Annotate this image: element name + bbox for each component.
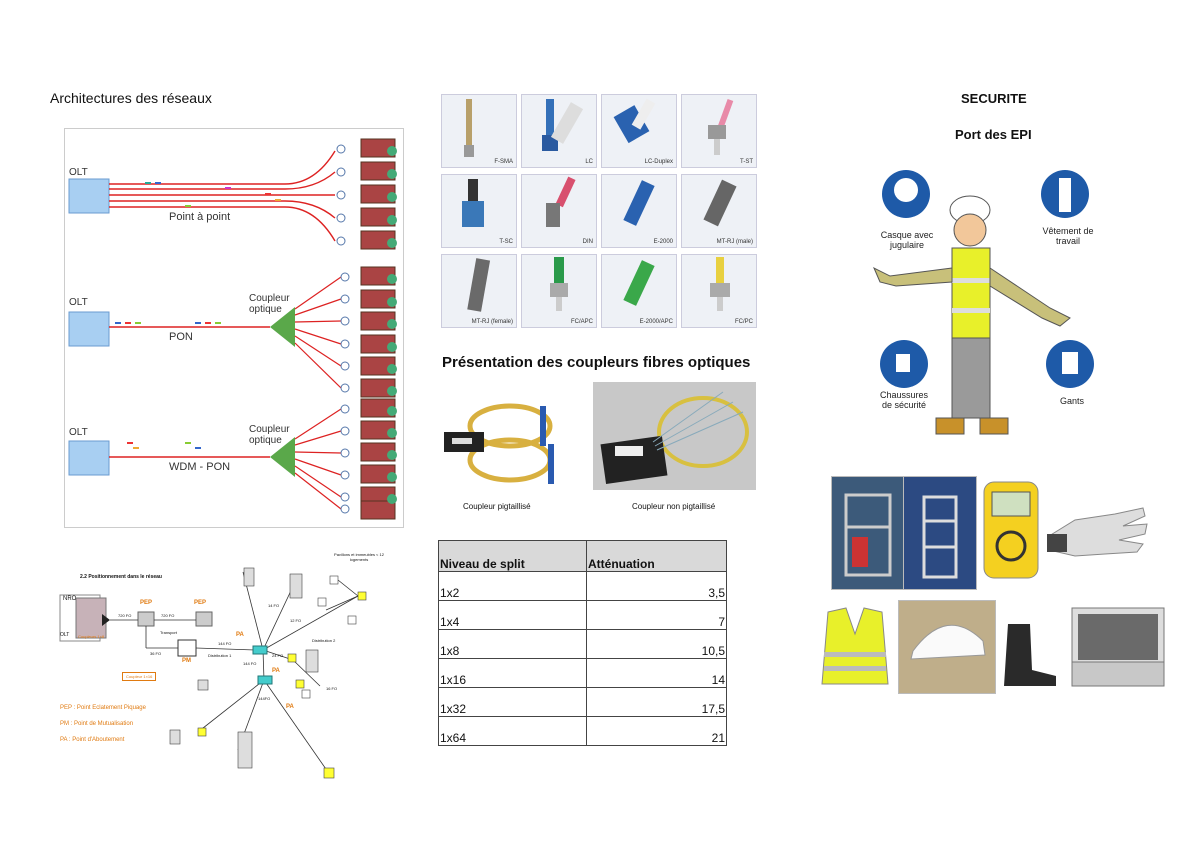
architectures-title: Architectures des réseaux [50, 90, 212, 106]
distribution2-label: Distribution 2 [312, 638, 336, 643]
securite-title: SECURITE [961, 91, 1027, 106]
couplers-title: Présentation des coupleurs fibres optiqu… [442, 354, 751, 371]
olt-box-p2p [68, 178, 110, 214]
legend-pa: PA : Point d'Aboutement [60, 737, 125, 743]
table-cell: 3,5 [586, 571, 727, 601]
connector-e2000: E-2000 [601, 174, 677, 248]
fo36-label: 36 FO [150, 651, 162, 656]
pa-label-2: PA [272, 668, 280, 674]
fo144-label-2: 144 FO [243, 661, 257, 666]
pep-label-1: PEP [140, 600, 153, 606]
positioning-title: 2.2 Positionnement dans le réseau [80, 574, 162, 580]
fo720-label-2: 720 FO [161, 613, 175, 618]
legend-pep: PEP : Point Eclatement Piquage [60, 705, 146, 711]
coupleurs-label: Coupleurs 1×8 [78, 634, 105, 639]
connector-fcpc: FC/PC [681, 254, 757, 328]
coupleur-box-label: Coupleur 1×16 [122, 672, 157, 681]
table-header-row: Niveau de split Atténuation [438, 540, 727, 572]
olt-label-p2p: OLT [69, 167, 88, 178]
connector-mtrj-male: MT-RJ (male) [681, 174, 757, 248]
table-cell: 1x16 [438, 658, 587, 688]
connector-tst: T-ST [681, 94, 757, 168]
table-cell: 17,5 [586, 687, 727, 717]
header-attenuation: Atténuation [586, 540, 727, 572]
fo12-label: 12 FO [290, 618, 302, 623]
olt-box-wdm [68, 440, 110, 476]
nro-label: NRO [63, 596, 77, 602]
glove-photo [1045, 500, 1149, 564]
header-split: Niveau de split [438, 540, 587, 572]
pavillons-label: Pavillons et immeubles < 12 logements [334, 552, 384, 562]
scaffold-photo [831, 476, 905, 590]
fo24-label: 24 FO [272, 653, 284, 658]
connector-e2000apc: E-2000/APC [601, 254, 677, 328]
gas-detector-photo [982, 480, 1040, 580]
pa-label-1: PA [236, 632, 244, 638]
coupler-pigtail-caption: Coupleur pigtaillisé [463, 502, 531, 511]
connector-mtrj-female: MT-RJ (female) [441, 254, 517, 328]
pon-label: PON [169, 331, 193, 343]
gants-label: Gants [1059, 396, 1084, 406]
port-epi-subtitle: Port des EPI [955, 127, 1032, 142]
fo16-label: 16 FO [326, 686, 338, 691]
distribution1-label: Distribution 1 [208, 653, 232, 658]
table-cell: 1x32 [438, 687, 587, 717]
connector-din: DIN [521, 174, 597, 248]
pep-label-2: PEP [194, 600, 207, 606]
connector-tsc: T-SC [441, 174, 517, 248]
fo144-label-3: 144FO [258, 696, 271, 701]
coupler-non-pigtail-caption: Coupleur non pigtaillisé [632, 502, 716, 511]
olt-label-pon: OLT [69, 297, 88, 308]
table-cell: 7 [586, 600, 727, 630]
legend-pm: PM : Point de Mutualisation [60, 721, 134, 727]
olt-box-pon [68, 311, 110, 347]
fo720-label-1: 720 FO [118, 613, 132, 618]
helmet-photo [898, 600, 996, 694]
connector-fcapc: FC/APC [521, 254, 597, 328]
fo144-label-1: 144 FO [218, 641, 232, 646]
toolkit-photo [1066, 600, 1170, 690]
positioning-legend: PEP : Point Eclatement Piquage PM : Poin… [60, 700, 146, 748]
network-positioning-diagram: 2.2 Positionnement dans le réseau NRO OL… [58, 550, 388, 782]
table-cell: 14 [586, 658, 727, 688]
pm-label: PM [182, 658, 191, 664]
connector-fsma: F-SMA [441, 94, 517, 168]
coupler-pigtail-image [440, 396, 570, 488]
connector-lc-duplex: LC-Duplex [601, 94, 677, 168]
table-cell: 1x64 [438, 716, 587, 746]
ladder-photo [903, 476, 977, 590]
table-cell: 10,5 [586, 629, 727, 659]
table-cell: 21 [586, 716, 727, 746]
fo14-label: 14 FO [268, 603, 280, 608]
table-cell: 1x2 [438, 571, 587, 601]
olt-label-wdm: OLT [69, 427, 88, 438]
table-cell: 1x8 [438, 629, 587, 659]
point-a-point-label: Point à point [169, 211, 231, 223]
wdm-pon-label: WDM - PON [169, 461, 231, 473]
vest-photo [818, 604, 892, 688]
pa-label-3: PA [286, 704, 294, 710]
boots-photo [996, 620, 1060, 690]
table-cell: 1x4 [438, 600, 587, 630]
connector-grid: F-SMA LC LC-Duplex T-ST T-SC DIN E-2000 … [441, 94, 757, 328]
transport-label: Transport [160, 630, 177, 635]
coupler-non-pigtail-image [593, 382, 756, 490]
olt-label-pos: OLT [60, 632, 70, 638]
connector-lc: LC [521, 94, 597, 168]
